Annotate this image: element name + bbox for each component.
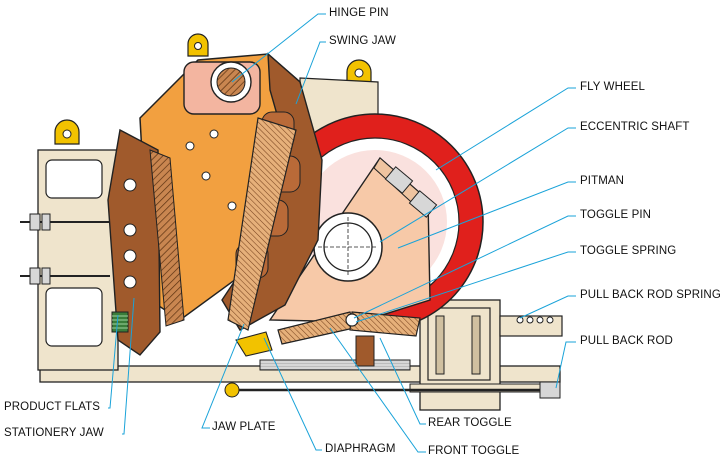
label-front-toggle: FRONT TOGGLE: [428, 445, 520, 457]
label-rear-toggle: REAR TOGGLE: [428, 417, 512, 429]
label-jaw-plate: JAW PLATE: [212, 421, 276, 433]
label-diaphragm: DIAPHRAGM: [325, 443, 396, 455]
jaw-plate: [227, 117, 297, 331]
left-frame: [20, 149, 119, 371]
label-swing-jaw: SWING JAW: [329, 35, 396, 47]
label-pitman: PITMAN: [580, 175, 625, 187]
label-toggle-pin: TOGGLE PIN: [580, 209, 652, 221]
eccentric-shaft: [313, 212, 383, 282]
hinge-pin: [183, 61, 261, 115]
label-product-flats: PRODUCT FLATS: [4, 401, 101, 413]
label-pull-back-rod-spring: PULL BACK ROD SPRING: [580, 289, 721, 301]
label-pull-back-rod: PULL BACK ROD: [580, 335, 673, 347]
label-eccentric-shaft: ECCENTRIC SHAFT: [580, 121, 690, 133]
leader-lines: [108, 13, 576, 453]
label-toggle-spring: TOGGLE SPRING: [580, 245, 677, 257]
pull-back-rod: [224, 381, 561, 399]
lifting-lugs: [54, 33, 372, 145]
stationary-jaw: [107, 128, 185, 356]
toggle-assembly: [277, 311, 421, 367]
rear-housing: [427, 307, 554, 381]
label-fly-wheel: FLY WHEEL: [580, 81, 646, 93]
label-hinge-pin: HINGE PIN: [329, 7, 389, 19]
diaphragm: [235, 331, 273, 357]
label-stationery-jaw: STATIONERY JAW: [4, 427, 104, 439]
product-flats-spring: [111, 311, 129, 333]
